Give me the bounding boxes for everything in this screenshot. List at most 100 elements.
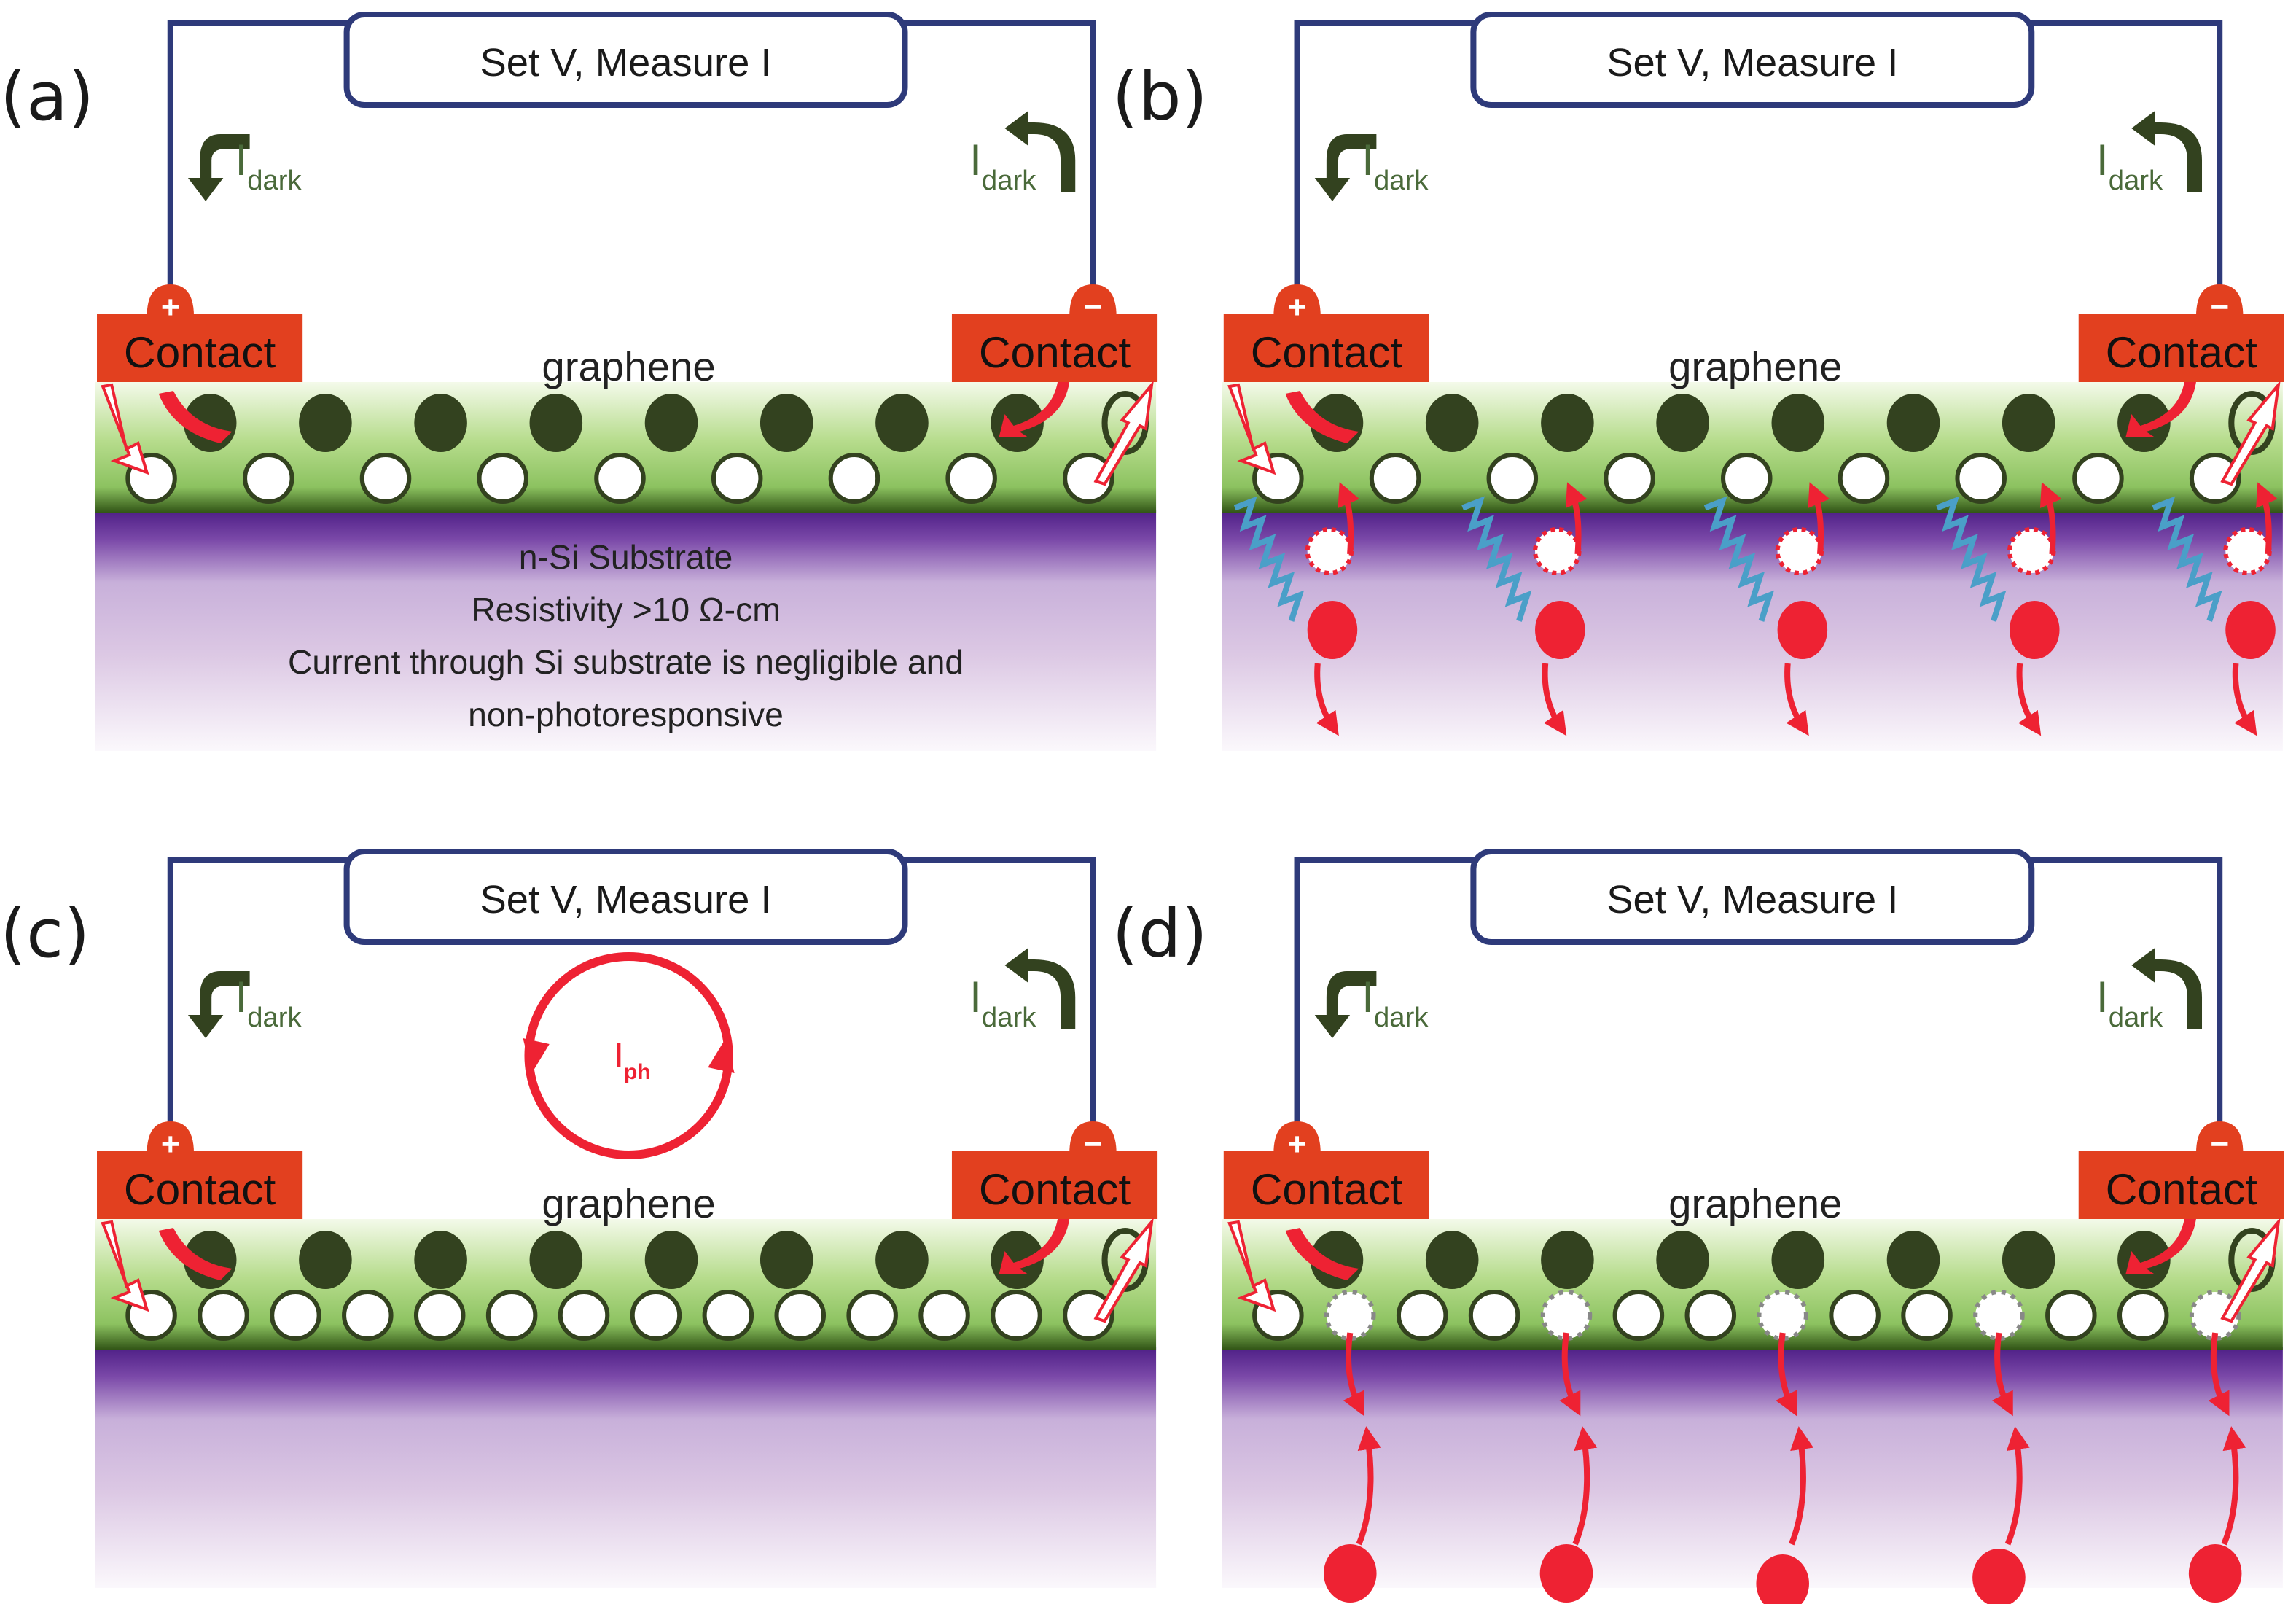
idark-subscript: dark bbox=[2109, 165, 2163, 196]
generated-electron bbox=[2225, 601, 2276, 659]
photon-event bbox=[1703, 482, 1830, 736]
idark-subscript: dark bbox=[2109, 1002, 2163, 1033]
hole bbox=[2072, 453, 2124, 504]
contact-terminal bbox=[1069, 284, 1117, 316]
hole bbox=[1720, 453, 1773, 504]
idark-arrow-right-icon bbox=[2131, 111, 2203, 192]
hole bbox=[1063, 1290, 1114, 1341]
substrate bbox=[95, 1347, 1157, 1588]
generated-hole bbox=[2007, 527, 2056, 575]
contact-right: −Contact bbox=[951, 284, 1158, 382]
electron-row bbox=[183, 391, 1149, 455]
hole bbox=[1612, 1290, 1665, 1341]
idark-label-left: Idark bbox=[235, 972, 302, 1033]
electron bbox=[1656, 1231, 1709, 1289]
photocurrent-loop: Iph bbox=[523, 952, 735, 1159]
electron-return-arrow-icon bbox=[1789, 1426, 1814, 1546]
electron bbox=[414, 394, 467, 452]
panel-label: (d) bbox=[1112, 894, 1208, 973]
electron-drift-arrow-icon bbox=[1542, 663, 1567, 736]
idark-subscript: dark bbox=[247, 1002, 302, 1033]
hole-recombined bbox=[1757, 1290, 1808, 1341]
idark-arrow-right-icon bbox=[1004, 948, 1076, 1029]
electron-inject-arrow-right-icon bbox=[999, 382, 1070, 437]
panel-label: (b) bbox=[1112, 57, 1208, 136]
hole bbox=[1684, 1290, 1737, 1341]
hole bbox=[1468, 1290, 1520, 1341]
hole bbox=[1369, 453, 1421, 504]
contact-pad bbox=[1223, 1151, 1429, 1219]
idark-subscript: dark bbox=[1374, 165, 1429, 196]
contact-pad bbox=[1223, 314, 1429, 382]
idark-label-left: Idark bbox=[1362, 972, 1429, 1033]
contact-pad bbox=[951, 1151, 1158, 1219]
meter-box: Set V, Measure I bbox=[343, 12, 908, 108]
generated-hole bbox=[1775, 527, 1824, 575]
contact-terminal bbox=[147, 1121, 195, 1153]
meter-box: Set V, Measure I bbox=[1470, 12, 2035, 108]
substrate-electron bbox=[1323, 1544, 1377, 1603]
electron-collect-arrow-left-icon bbox=[158, 391, 233, 443]
hole bbox=[2045, 1290, 2097, 1341]
electron bbox=[299, 1231, 352, 1289]
idark-symbol: I bbox=[1362, 972, 1374, 1021]
hole-inject-arrow-left-icon bbox=[101, 1220, 149, 1312]
meter-label: Set V, Measure I bbox=[480, 878, 771, 922]
photon-event bbox=[1936, 482, 2062, 736]
hole bbox=[846, 1290, 898, 1341]
hole-transfer-arrow-icon bbox=[2256, 482, 2278, 555]
hole-inject-arrow-left-icon bbox=[101, 383, 149, 475]
contact-left: +Contact bbox=[97, 284, 303, 382]
hole-row bbox=[1252, 1290, 2241, 1341]
hole-return-arrow-icon bbox=[1559, 1332, 1581, 1417]
hole bbox=[945, 453, 997, 504]
contact-right: −Contact bbox=[2078, 284, 2284, 382]
hole bbox=[198, 1290, 249, 1341]
electron-row bbox=[1310, 391, 2276, 455]
panel-label: (a) bbox=[0, 57, 94, 136]
idark-label-left: Idark bbox=[1362, 135, 1429, 196]
electron bbox=[1541, 394, 1594, 452]
wire-right bbox=[2028, 857, 2223, 1136]
contact-pad bbox=[951, 314, 1158, 382]
electron-return-arrow-icon bbox=[2221, 1426, 2246, 1546]
idark-symbol: I bbox=[2096, 135, 2109, 184]
hole bbox=[270, 1290, 321, 1341]
hole-recombined bbox=[1324, 1290, 1376, 1341]
hole bbox=[2117, 1290, 2169, 1341]
electron-return-arrow-icon bbox=[1572, 1426, 1598, 1546]
electron-drift-arrow-icon bbox=[2016, 663, 2042, 736]
contact-terminal bbox=[1069, 1121, 1117, 1153]
contact-left: +Contact bbox=[1223, 284, 1429, 382]
hole bbox=[711, 453, 763, 504]
electron bbox=[644, 1231, 698, 1289]
electron bbox=[414, 1231, 467, 1289]
hole-return-arrow-icon bbox=[1991, 1332, 2013, 1417]
wire-left bbox=[167, 857, 350, 1136]
idark-arrow-left-icon bbox=[1314, 134, 1377, 201]
substrate-text-line: Current through Si substrate is negligib… bbox=[288, 643, 964, 681]
graphene-layer bbox=[1222, 1219, 2283, 1350]
electron-return-arrow-icon bbox=[2004, 1426, 2030, 1546]
contact-label: Contact bbox=[2106, 1164, 2258, 1214]
electron bbox=[760, 394, 813, 452]
hole bbox=[413, 1290, 466, 1341]
wire-left bbox=[1294, 20, 1477, 299]
contact-pad bbox=[2078, 314, 2284, 382]
substrate-text-line: Resistivity >10 Ω-cm bbox=[471, 591, 781, 628]
hole-row bbox=[125, 453, 1114, 504]
panel-label: (c) bbox=[0, 894, 90, 973]
contact-terminal bbox=[1273, 284, 1321, 316]
hole-transfer-arrow-icon bbox=[1808, 482, 1830, 555]
idark-subscript: dark bbox=[982, 165, 1036, 196]
contact-left: +Contact bbox=[1223, 1121, 1429, 1219]
hole bbox=[1901, 1290, 1953, 1341]
generated-electron bbox=[1307, 601, 1358, 659]
idark-symbol: I bbox=[969, 972, 982, 1021]
contact-pad bbox=[97, 1151, 303, 1219]
electron bbox=[1425, 1231, 1479, 1289]
idark-arrow-left-icon bbox=[187, 971, 250, 1038]
